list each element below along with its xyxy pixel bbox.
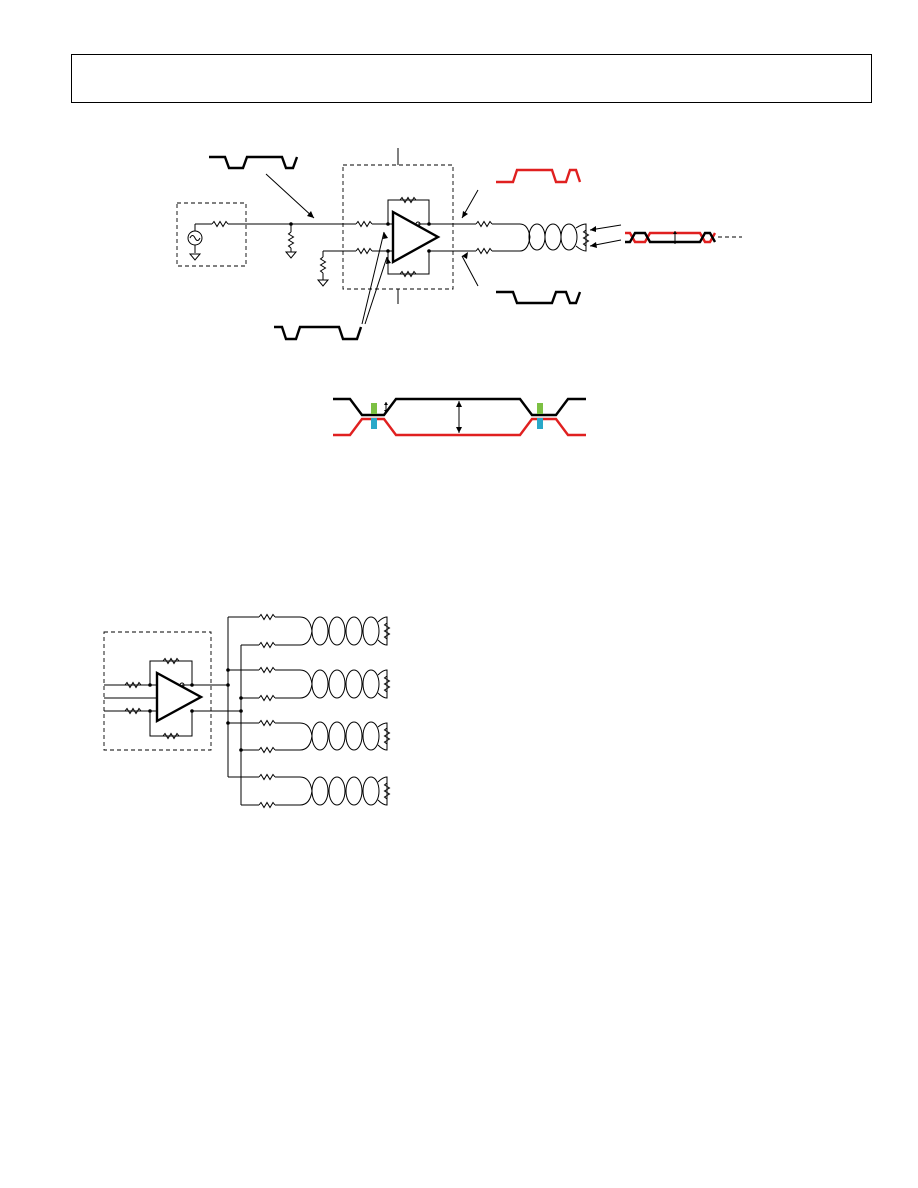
crossing-marker-lower <box>371 418 377 429</box>
termination-resistor <box>288 231 294 249</box>
eye-diagram <box>333 397 586 437</box>
common-mode-waveform <box>274 325 363 341</box>
crossing-marker-upper <box>371 403 377 414</box>
twisted-pair-cable-2 <box>228 667 390 701</box>
twisted-pair-cable-1 <box>228 614 390 648</box>
twisted-pair-cable-4 <box>228 774 390 808</box>
twisted-pair-cable-3 <box>228 720 390 753</box>
input-waveform <box>209 155 299 170</box>
output-waveform-positive <box>496 168 582 184</box>
output-waveform-negative <box>496 290 582 305</box>
differential-amplifier <box>391 209 441 265</box>
crossing-marker-lower <box>537 418 543 429</box>
source-resistor <box>211 221 229 227</box>
driver-box <box>342 164 454 290</box>
top-circuit-diagram <box>176 148 742 341</box>
crossing-marker-upper <box>537 403 543 414</box>
signal-source-icon <box>187 223 212 261</box>
differential-amplifier-bottom <box>155 670 204 724</box>
twisted-pair-cable <box>519 223 589 252</box>
received-waveform <box>625 231 742 244</box>
page-header-box <box>71 54 872 103</box>
signal-source-box <box>176 202 247 267</box>
bottom-circuit-diagram <box>103 614 390 808</box>
